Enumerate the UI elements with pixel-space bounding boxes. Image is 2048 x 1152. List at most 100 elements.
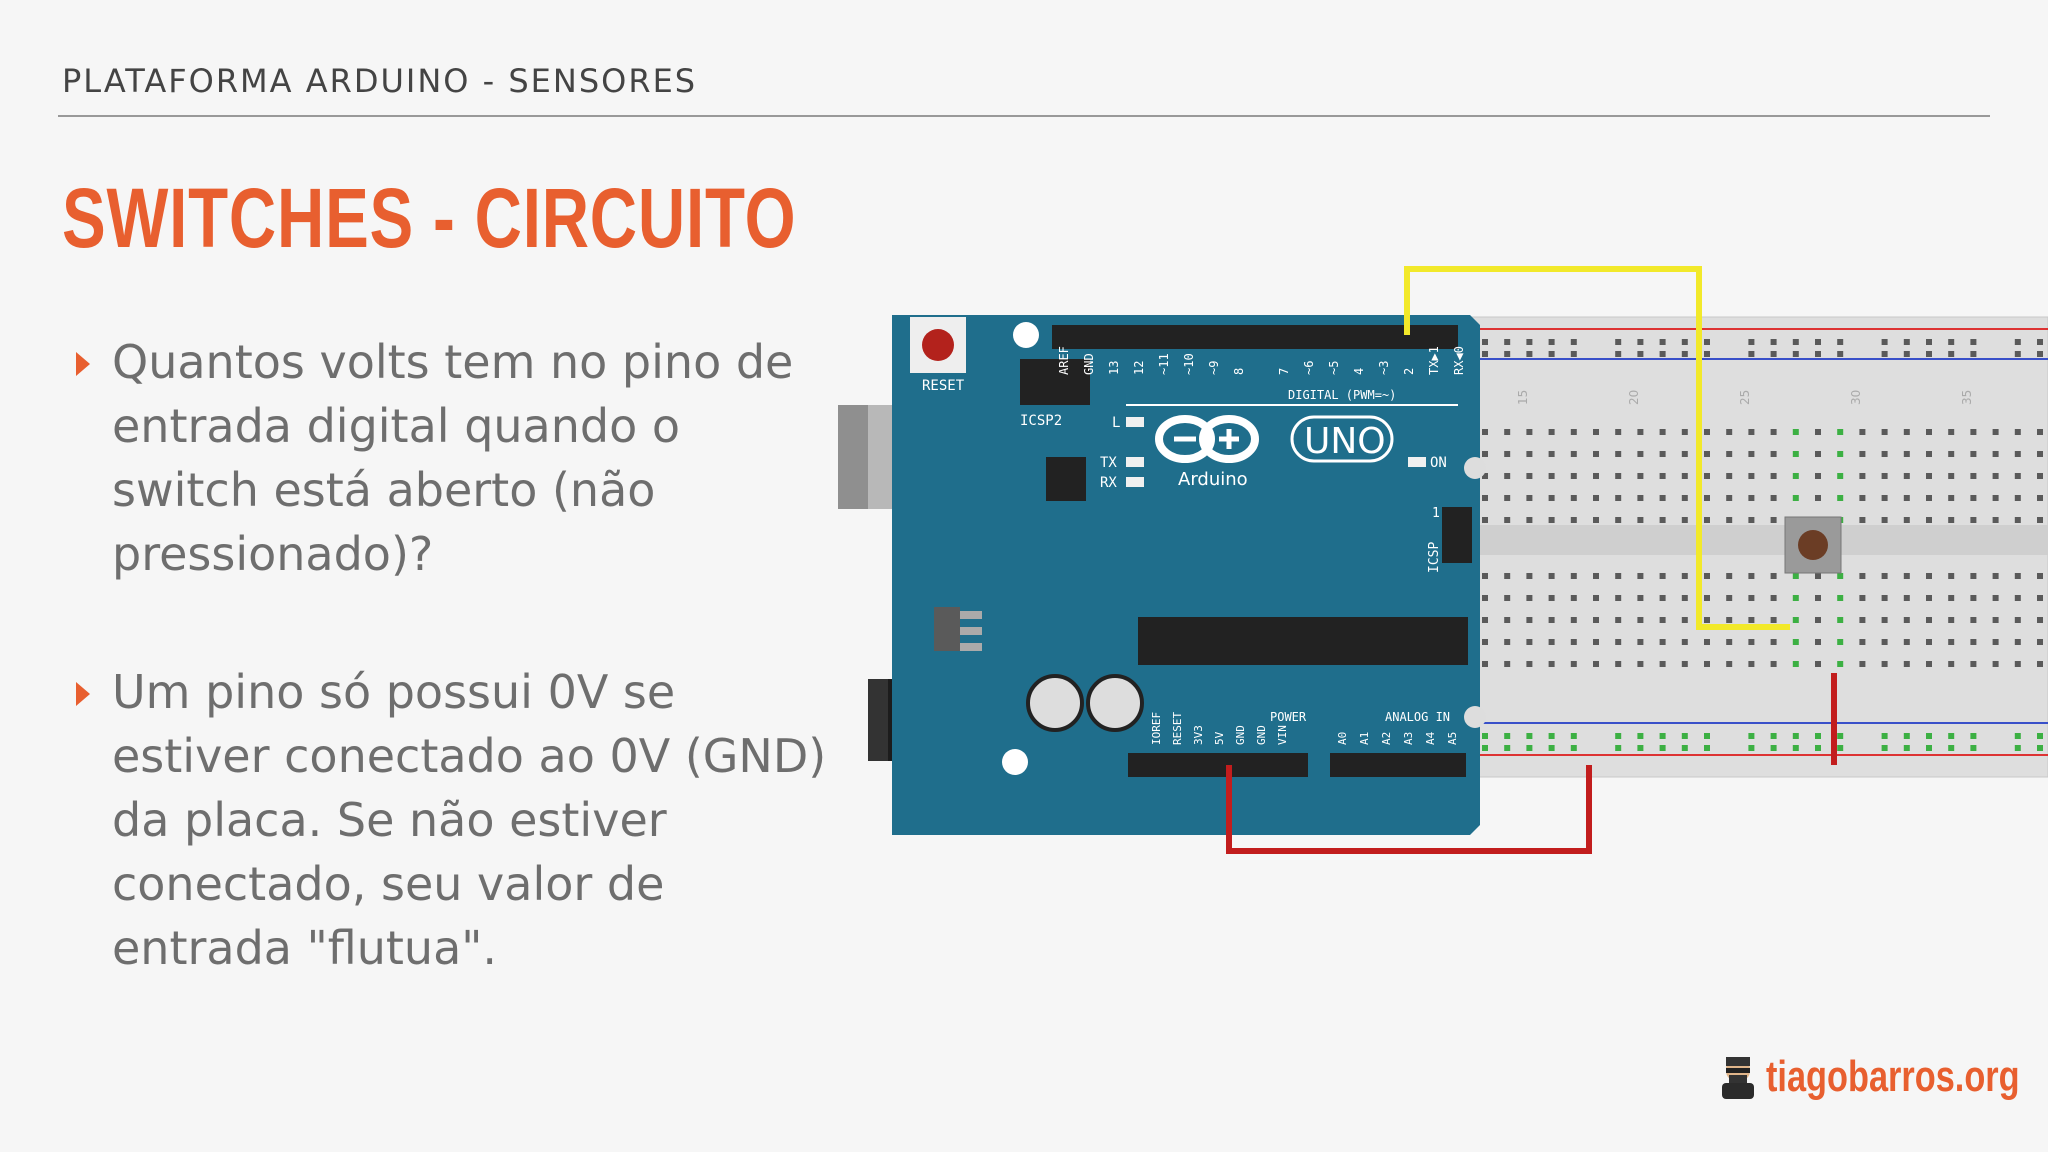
- power-pin-label: GND: [1234, 725, 1247, 745]
- breadboard-hole: [1948, 595, 1955, 601]
- breadboard-hole: [1903, 351, 1910, 357]
- breadboard-hole: [1970, 351, 1977, 357]
- breadboard-hole: [1570, 639, 1577, 645]
- breadboard-hole: [1837, 451, 1844, 457]
- breadboard-hole: [1770, 517, 1777, 523]
- breadboard-hole: [1748, 661, 1755, 667]
- breadboard-hole: [1815, 595, 1821, 601]
- breadboard-hole: [1770, 473, 1777, 479]
- breadboard-hole: [1970, 573, 1977, 579]
- breadboard-hole: [2014, 451, 2021, 457]
- digital-pin-label: 2: [1402, 368, 1416, 375]
- breadboard-hole: [1637, 595, 1644, 601]
- breadboard-hole: [1881, 733, 1888, 739]
- breadboard-hole: [1704, 733, 1710, 739]
- breadboard-hole: [1526, 639, 1533, 645]
- analog-label: ANALOG IN: [1385, 710, 1450, 724]
- breadboard-hole: [1504, 639, 1511, 645]
- breadboard-hole: [1704, 617, 1710, 623]
- breadboard-hole: [1792, 617, 1799, 623]
- breadboard-hole: [1992, 429, 1999, 435]
- breadboard-hole: [1770, 339, 1777, 345]
- digital-pin-label: 13: [1107, 361, 1121, 375]
- breadboard-hole: [1792, 451, 1799, 457]
- breadboard-hole: [1815, 495, 1821, 501]
- breadboard-hole: [2037, 617, 2043, 623]
- uno-label: UNO: [1304, 421, 1386, 462]
- breadboard-hole: [1704, 451, 1710, 457]
- breadboard-hole: [1992, 573, 1999, 579]
- brand-url[interactable]: tiagobarros.org: [1766, 1052, 2020, 1101]
- breadboard-hole: [1859, 573, 1866, 579]
- breadboard-hole: [2037, 639, 2043, 645]
- breadboard-hole: [1859, 429, 1866, 435]
- breadboard-hole: [1526, 451, 1533, 457]
- breadboard-hole: [2037, 661, 2043, 667]
- breadboard-hole: [1903, 745, 1910, 751]
- breadboard-hole: [1748, 573, 1755, 579]
- breadboard-hole: [2014, 495, 2021, 501]
- breadboard-hole: [1548, 595, 1555, 601]
- breadboard-hole: [2014, 745, 2021, 751]
- breadboard-hole: [1615, 517, 1622, 523]
- digital-pin-label: RX◀0: [1452, 346, 1466, 375]
- breadboard-hole: [1482, 733, 1488, 739]
- breadboard-hole: [1859, 639, 1866, 645]
- breadboard-hole: [1637, 745, 1644, 751]
- breadboard-hole: [1726, 595, 1733, 601]
- breadboard-hole: [1681, 661, 1688, 667]
- digital-pin-label: TX▶1: [1427, 346, 1441, 375]
- breadboard-hole: [1770, 351, 1777, 357]
- breadboard-hole: [2037, 451, 2043, 457]
- breadboard-hole: [1704, 351, 1710, 357]
- analog-pin-label: A1: [1358, 732, 1371, 745]
- breadboard-hole: [1615, 339, 1622, 345]
- breadboard-hole: [1548, 473, 1555, 479]
- breadboard-hole: [1704, 339, 1710, 345]
- breadboard-hole: [1526, 473, 1533, 479]
- breadboard-hole: [1926, 351, 1932, 357]
- breadboard-hole: [1748, 595, 1755, 601]
- breadboard-hole: [1704, 517, 1710, 523]
- section-header: PLATAFORMA ARDUINO - SENSORES: [62, 62, 698, 100]
- breadboard-hole: [1815, 339, 1821, 345]
- breadboard-hole: [1815, 351, 1821, 357]
- breadboard-hole: [1482, 339, 1488, 345]
- breadboard-hole: [1948, 339, 1955, 345]
- breadboard-hole: [2037, 339, 2043, 345]
- breadboard-hole: [1637, 733, 1644, 739]
- digital-pin-label: 4: [1352, 368, 1366, 375]
- breadboard-hole: [1903, 661, 1910, 667]
- breadboard-hole: [1704, 473, 1710, 479]
- breadboard-hole: [1748, 351, 1755, 357]
- breadboard-hole: [1526, 517, 1533, 523]
- breadboard-hole: [1903, 573, 1910, 579]
- breadboard-hole: [1903, 733, 1910, 739]
- breadboard-hole: [1570, 517, 1577, 523]
- bb-col-35: 35: [1960, 390, 1974, 405]
- breadboard-hole: [1970, 429, 1977, 435]
- breadboard-hole: [1815, 745, 1821, 751]
- breadboard-hole: [1659, 639, 1666, 645]
- breadboard-hole: [1637, 473, 1644, 479]
- breadboard-hole: [1881, 639, 1888, 645]
- push-button-icon: [1784, 516, 1842, 574]
- breadboard-hole: [1926, 473, 1932, 479]
- breadboard-hole: [1815, 639, 1821, 645]
- breadboard-hole: [1570, 339, 1577, 345]
- breadboard-hole: [1837, 617, 1844, 623]
- digital-pin-label: ~9: [1207, 361, 1221, 375]
- power-pin-label: 5V: [1213, 731, 1226, 745]
- breadboard-hole: [1748, 429, 1755, 435]
- breadboard-hole: [1948, 451, 1955, 457]
- breadboard-hole: [1992, 451, 1999, 457]
- bullet-text-2: Um pino só possui 0V se estiver conectad…: [112, 665, 827, 975]
- breadboard-hole: [2037, 733, 2043, 739]
- bullet-arrow-icon: [76, 352, 90, 376]
- bb-col-15: 15: [1516, 390, 1530, 405]
- breadboard-hole: [1504, 595, 1511, 601]
- breadboard-hole: [1948, 429, 1955, 435]
- breadboard-hole: [1770, 617, 1777, 623]
- breadboard-hole: [2014, 339, 2021, 345]
- breadboard-hole: [1504, 429, 1511, 435]
